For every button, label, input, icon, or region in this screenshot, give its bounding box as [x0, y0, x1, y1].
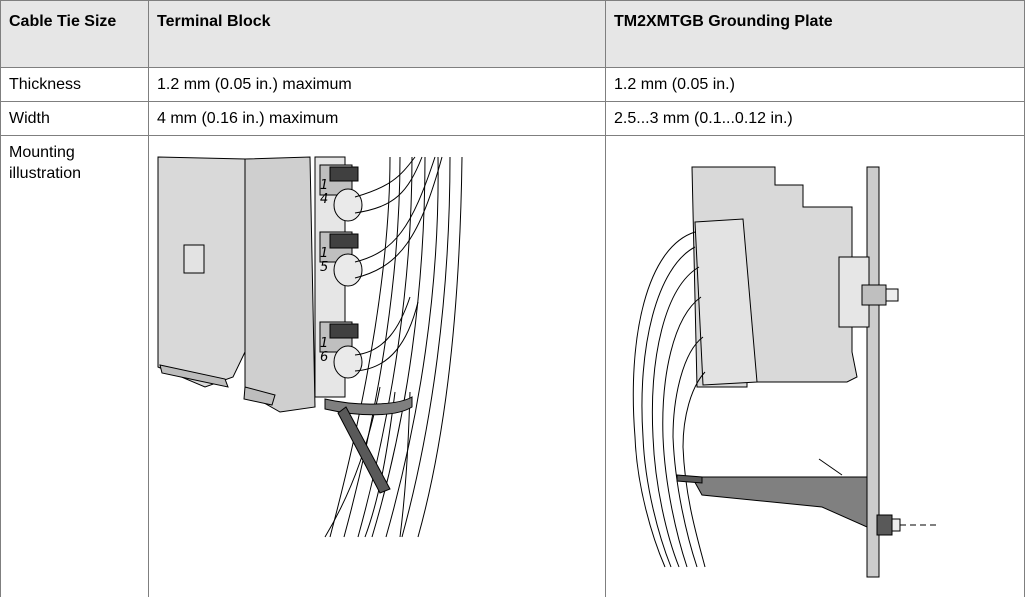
grid-line-left [0, 0, 1, 597]
terminal-number-4: 4 [320, 192, 328, 207]
row-thickness-grounding-plate: 1.2 mm (0.05 in.) [614, 76, 735, 93]
terminal-number-5: 5 [320, 260, 328, 275]
row-width-label: Width [9, 110, 50, 127]
terminal-number-1b: 1 [320, 246, 328, 261]
row-thickness-terminal-block: 1.2 mm (0.05 in.) maximum [157, 76, 352, 93]
header-grounding-plate-text: TM2XMTGB Grounding Plate [614, 13, 833, 30]
terminal-number-1a: 1 [320, 178, 328, 193]
row-width-grounding-plate: 2.5...3 mm (0.1...0.12 in.) [614, 110, 793, 127]
grid-line-header-bottom [0, 67, 1025, 68]
grounding-plate-illustration [632, 166, 937, 578]
header-grounding-plate: TM2XMTGB Grounding Plate [606, 1, 1024, 67]
header-cable-tie-size-text: Cable Tie Size [9, 13, 117, 30]
grid-line-col1 [148, 0, 149, 597]
terminal-number-6: 6 [320, 350, 328, 365]
grid-line-row1-bottom [0, 101, 1025, 102]
header-terminal-block-text: Terminal Block [157, 13, 271, 30]
row-mounting-label: Mounting illustration [9, 144, 82, 182]
grid-line-row2-bottom [0, 135, 1025, 136]
grid-line-col2 [605, 0, 606, 597]
header-cable-tie-size: Cable Tie Size [1, 1, 148, 67]
terminal-block-illustration: 1 4 1 5 1 6 [157, 156, 463, 538]
grid-line-top [0, 0, 1025, 1]
terminal-number-1c: 1 [320, 336, 328, 351]
row-thickness-label: Thickness [9, 76, 82, 93]
header-terminal-block: Terminal Block [149, 1, 605, 67]
row-width-terminal-block: 4 mm (0.16 in.) maximum [157, 110, 339, 127]
